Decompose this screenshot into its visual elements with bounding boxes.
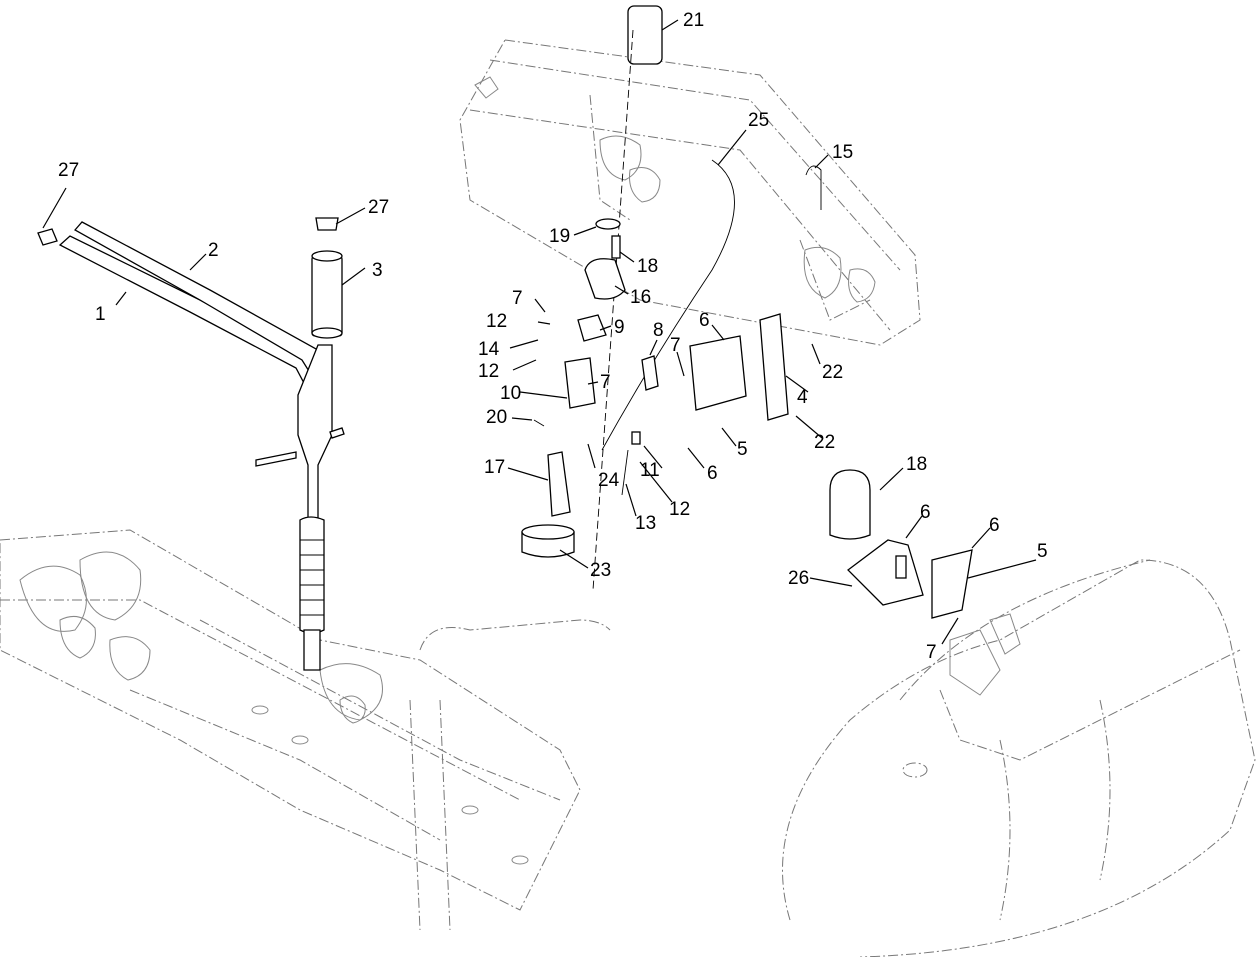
callout-labels: 27 2 1 27 3 21 25 15 19 18 16 9 7 12 14 … (58, 10, 1048, 663)
bracket-part-9 (577, 314, 607, 342)
knob-part-16 (584, 258, 626, 300)
callout-10: 10 (500, 383, 521, 404)
grip-part-21 (627, 5, 663, 65)
callout-22-top: 22 (822, 362, 843, 383)
callout-6-mid: 6 (707, 463, 718, 484)
switch-part-8 (641, 355, 659, 391)
mount-part-26 (847, 539, 924, 606)
callout-12-top: 12 (486, 311, 507, 332)
console-frame-ghost (459, 39, 921, 346)
bracket-part-4 (759, 313, 789, 421)
callout-21: 21 (683, 10, 704, 31)
washer-part-19 (595, 218, 621, 230)
sleeve-part-3 (311, 255, 343, 337)
callout-1: 1 (95, 304, 106, 325)
leader-lines (42, 19, 1037, 645)
callout-23: 23 (590, 560, 611, 581)
callout-6-right-b: 6 (989, 515, 1000, 536)
callout-5-center: 5 (737, 439, 748, 460)
callout-3: 3 (372, 260, 383, 281)
grip-cap-part-27a (37, 228, 58, 246)
callout-4: 4 (797, 387, 808, 408)
callout-7-mid: 7 (600, 372, 611, 393)
callout-20: 20 (486, 407, 507, 428)
callout-6-top: 6 (699, 310, 710, 331)
callout-27-left: 27 (58, 160, 79, 181)
callout-7-top: 7 (512, 288, 523, 309)
callout-24: 24 (598, 470, 620, 491)
grip-part-18b (829, 469, 871, 540)
grip-cap-part-27b (315, 217, 339, 231)
right-assembly-parts (829, 469, 973, 619)
callout-2: 2 (208, 240, 219, 261)
callout-5-right: 5 (1037, 541, 1048, 562)
callout-7-right: 7 (670, 335, 681, 356)
callout-27-right: 27 (368, 197, 389, 218)
callout-18-center: 18 (637, 256, 658, 277)
callout-18-right: 18 (906, 454, 927, 475)
plate-part-5 (689, 335, 747, 411)
hook-part-15 (805, 165, 822, 210)
cable-part-25 (601, 159, 735, 451)
callout-6-right-a: 6 (920, 502, 931, 523)
hood-ghost (782, 559, 1256, 957)
housing-part-10 (564, 357, 596, 409)
callout-17: 17 (484, 457, 505, 478)
callout-7-bottom: 7 (926, 642, 937, 663)
callout-16: 16 (630, 287, 651, 308)
callout-11: 11 (640, 460, 660, 481)
callout-12-mid: 12 (478, 361, 499, 382)
callout-19: 19 (549, 226, 570, 247)
callout-25: 25 (748, 110, 769, 131)
callout-14: 14 (478, 339, 500, 360)
callout-13: 13 (635, 513, 656, 534)
callout-9: 9 (614, 317, 625, 338)
chassis-ghost (0, 529, 611, 931)
callout-22-bottom: 22 (814, 432, 835, 453)
callout-26: 26 (788, 568, 809, 589)
callout-8: 8 (653, 320, 664, 341)
center-assembly-parts (521, 5, 822, 591)
tube-part-17 (547, 451, 571, 517)
lever-parts-left (37, 217, 345, 671)
callout-15: 15 (832, 142, 853, 163)
callout-12-bottom: 12 (669, 499, 690, 520)
plate-part-5b (931, 549, 973, 619)
